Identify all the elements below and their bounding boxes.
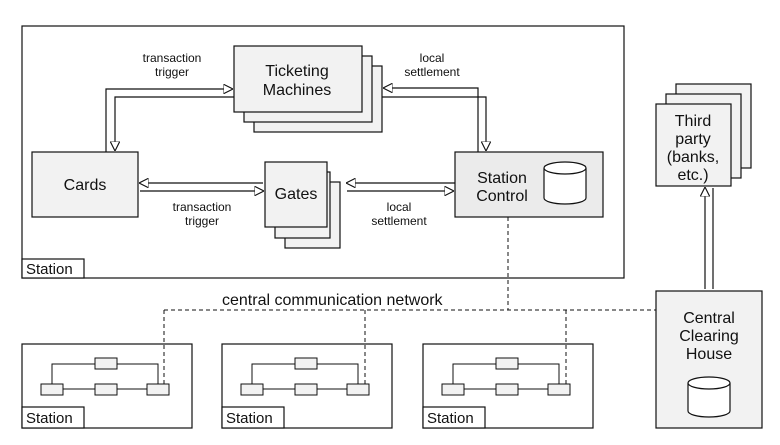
edge-label-transaction-trigger-mid-1: transaction [173, 200, 232, 214]
small-station-1: Station [21, 343, 193, 429]
network-lines [163, 217, 656, 389]
small-station-2: Station [221, 343, 393, 429]
svg-text:Cards: Cards [64, 177, 107, 194]
cards-node: Cards [31, 151, 139, 218]
edge-label-transaction-trigger-mid-2: trigger [185, 214, 219, 228]
svg-text:Station: Station [477, 170, 527, 187]
database-icon [687, 376, 731, 418]
svg-text:(banks,: (banks, [667, 149, 719, 166]
network-label: central communication network [222, 292, 444, 309]
ticketing-machines-node: Ticketing Machines [233, 45, 383, 133]
svg-text:Central: Central [683, 310, 735, 327]
database-icon [543, 161, 587, 205]
main-station-tag-box [21, 258, 85, 279]
cards-gates-link [140, 183, 263, 191]
svg-text:House: House [686, 346, 732, 363]
svg-text:Station: Station [26, 410, 73, 427]
clearing-house-node: Central Clearing House [655, 290, 763, 429]
svg-text:Clearing: Clearing [679, 328, 739, 345]
svg-text:Gates: Gates [275, 186, 318, 203]
gates-node: Gates [264, 161, 341, 249]
svg-text:Control: Control [476, 188, 528, 205]
svg-text:Third: Third [675, 113, 711, 130]
small-station-3: Station [422, 343, 594, 429]
gates-control-link [347, 183, 455, 191]
svg-text:Station: Station [427, 410, 474, 427]
edge-label-transaction-trigger-top-2: trigger [155, 65, 189, 79]
thirdparty-clearing-link [705, 188, 714, 289]
main-station-frame [21, 25, 625, 279]
svg-text:Machines: Machines [263, 82, 331, 99]
edge-label-local-settlement-mid-1: local [387, 200, 412, 214]
svg-text:etc.): etc.) [677, 167, 708, 184]
edge-label-local-settlement-mid-2: settlement [371, 214, 427, 228]
third-party-node: Third party (banks, etc.) [655, 83, 752, 187]
svg-text:Ticketing: Ticketing [265, 63, 328, 80]
edge-label-local-settlement-top-1: local [420, 51, 445, 65]
control-ticketing-link [382, 88, 486, 152]
edge-label-local-settlement-top-2: settlement [404, 65, 460, 79]
main-station-tag: Station [26, 261, 73, 278]
cards-ticketing-link [105, 89, 234, 152]
station-control-node: Station Control [454, 151, 604, 218]
svg-text:Station: Station [226, 410, 273, 427]
edge-label-transaction-trigger-top-1: transaction [143, 51, 202, 65]
svg-text:party: party [675, 131, 711, 148]
